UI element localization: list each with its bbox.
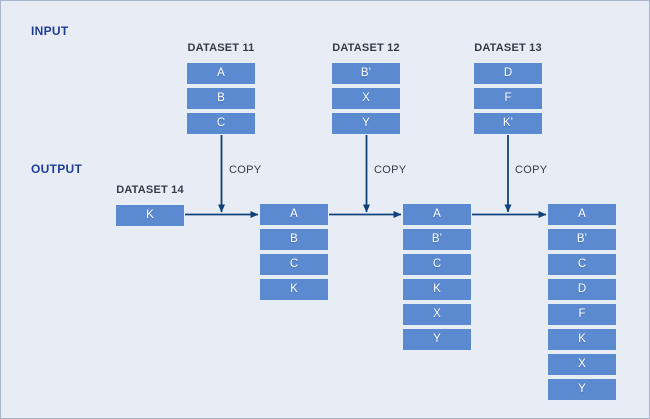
data-box: X (402, 303, 472, 326)
input-dataset-12: DATASET 12 B’ X Y (331, 40, 401, 135)
output-dataset-14: DATASET 14 K (115, 182, 185, 227)
copy-label-2: COPY (374, 164, 407, 176)
copy-label-1: COPY (229, 164, 262, 176)
input-dataset-11: DATASET 11 A B C (186, 40, 256, 135)
data-box: C (402, 253, 472, 276)
output-stack-1: A B C K (259, 203, 329, 301)
dataset-14-title: DATASET 14 (116, 184, 184, 196)
data-box: K (547, 328, 617, 351)
data-box: C (259, 253, 329, 276)
data-box: F (547, 303, 617, 326)
data-box: A (402, 203, 472, 226)
data-box: K (259, 278, 329, 301)
data-box: B’ (402, 228, 472, 251)
data-box: K’ (473, 112, 543, 135)
data-box: B (186, 87, 256, 110)
data-box: D (473, 62, 543, 85)
data-box: Y (547, 378, 617, 401)
data-box: B’ (547, 228, 617, 251)
data-box: B (259, 228, 329, 251)
data-box: A (259, 203, 329, 226)
output-stack-3: A B’ C D F K X Y (547, 203, 617, 401)
data-box: Y (331, 112, 401, 135)
dataset-12-title: DATASET 12 (332, 42, 400, 54)
data-box: X (331, 87, 401, 110)
input-dataset-13: DATASET 13 D F K’ (473, 40, 543, 135)
data-box: A (547, 203, 617, 226)
data-box: D (547, 278, 617, 301)
data-box: C (186, 112, 256, 135)
data-box: Y (402, 328, 472, 351)
data-box: C (547, 253, 617, 276)
copy-label-3: COPY (515, 164, 548, 176)
data-box: X (547, 353, 617, 376)
data-box: F (473, 87, 543, 110)
dataset-13-title: DATASET 13 (474, 42, 542, 54)
data-box: K (402, 278, 472, 301)
data-box: B’ (331, 62, 401, 85)
dataset-11-title: DATASET 11 (187, 42, 255, 54)
data-box: A (186, 62, 256, 85)
output-stack-2: A B’ C K X Y (402, 203, 472, 351)
data-box: K (115, 204, 185, 227)
output-section-label: OUTPUT (31, 162, 83, 176)
input-section-label: INPUT (31, 24, 69, 38)
